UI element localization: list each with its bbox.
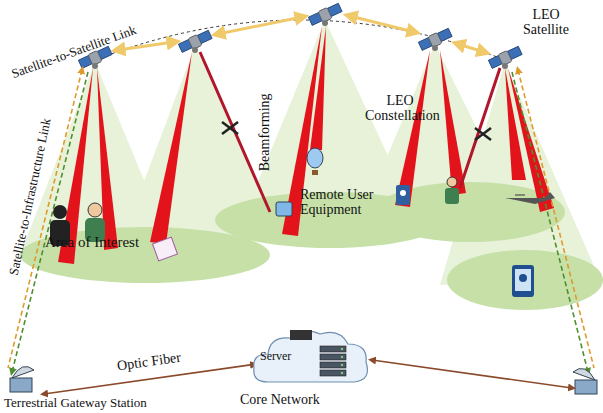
cloud-node: ServerCore Network bbox=[250, 326, 372, 390]
server-led bbox=[341, 356, 343, 358]
gateway-label: Terrestrial Gateway Station bbox=[4, 396, 147, 410]
server-text: Server bbox=[260, 350, 291, 363]
server-rack bbox=[320, 370, 346, 376]
label-text: Satellite-to-Satellite Link bbox=[10, 23, 138, 81]
cloud-outline bbox=[254, 331, 368, 382]
label-text: LEO Constellation bbox=[365, 94, 435, 123]
label-text: Remote User Equipment bbox=[300, 188, 420, 217]
node-text: Terrestrial Gateway Station bbox=[4, 396, 147, 410]
server-rack bbox=[320, 362, 346, 368]
server-rack bbox=[320, 346, 346, 352]
edge-label: Optic Fiber bbox=[116, 350, 182, 373]
label-text: Area of Interest bbox=[45, 235, 139, 251]
server-led bbox=[341, 348, 343, 350]
server-box bbox=[290, 330, 312, 340]
node-text: Core Network bbox=[240, 392, 320, 407]
server-led bbox=[341, 364, 343, 366]
server-led bbox=[341, 372, 343, 374]
label-text: Beamforming bbox=[258, 93, 273, 171]
label-text: LEO Satellite bbox=[522, 8, 570, 37]
server-rack bbox=[320, 354, 346, 360]
